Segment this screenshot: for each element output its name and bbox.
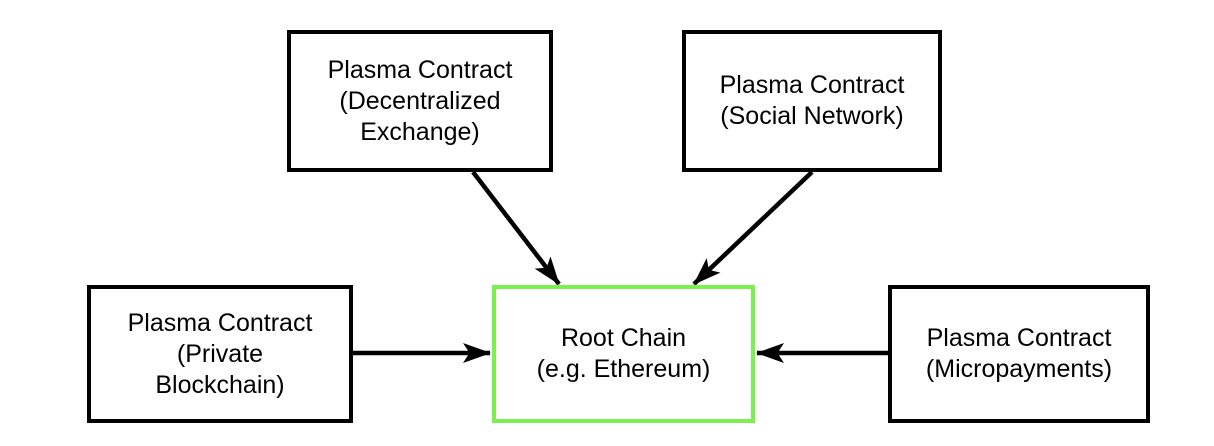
arrow-social-to-root <box>692 170 814 286</box>
node-label-line: (Social Network) <box>720 102 904 130</box>
node-label: Plasma Contract (Decentralized Exchange) <box>328 55 513 148</box>
node-label-line: (Decentralized <box>339 86 501 115</box>
node-label: Root Chain (e.g. Ethereum) <box>537 323 711 385</box>
node-label-line: (Private <box>176 339 264 368</box>
node-label-line: Exchange) <box>360 117 480 146</box>
node-label-line: Plasma Contract <box>926 324 1112 352</box>
node-label-line: Plasma Contract <box>127 308 313 337</box>
node-label-line: Blockchain) <box>155 370 285 399</box>
node-label-line: Plasma Contract <box>719 71 905 99</box>
arrow-dex-to-root <box>471 170 561 286</box>
node-plasma-contract-micropayments: Plasma Contract (Micropayments) <box>888 285 1150 423</box>
node-plasma-contract-private-blockchain: Plasma Contract (Private Blockchain) <box>87 285 353 423</box>
node-label: Plasma Contract (Private Blockchain) <box>128 308 313 401</box>
node-label-line: Plasma Contract <box>327 55 513 84</box>
node-label-line: (Micropayments) <box>925 355 1113 383</box>
node-label-line: Root Chain <box>560 324 687 352</box>
node-label-line: (e.g. Ethereum) <box>536 355 711 383</box>
node-plasma-contract-social-network: Plasma Contract (Social Network) <box>682 30 942 172</box>
node-root-chain: Root Chain (e.g. Ethereum) <box>492 285 755 423</box>
node-plasma-contract-decentralized-exchange: Plasma Contract (Decentralized Exchange) <box>287 30 553 172</box>
node-label: Plasma Contract (Micropayments) <box>926 323 1112 385</box>
node-label: Plasma Contract (Social Network) <box>720 70 905 132</box>
